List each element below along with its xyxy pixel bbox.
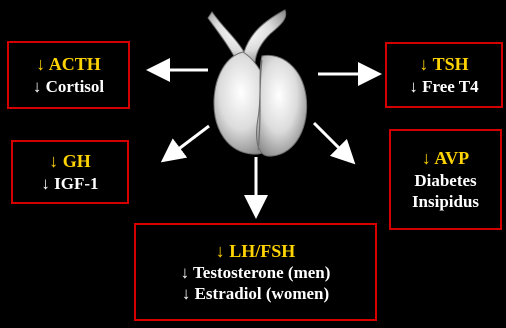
acth-label: ↓ ACTH <box>36 53 101 76</box>
arrow-to-avp <box>314 123 349 158</box>
insipidus-label: Insipidus <box>412 191 479 212</box>
lhfsh-label: ↓ LH/FSH <box>216 240 296 263</box>
acth-box: ↓ ACTH ↓ Cortisol <box>7 41 130 109</box>
avp-box: ↓ AVP Diabetes Insipidus <box>389 129 502 230</box>
avp-label: ↓ AVP <box>422 147 469 170</box>
diabetes-label: Diabetes <box>414 170 476 191</box>
arrow-to-gh <box>168 126 209 157</box>
igf1-label: ↓ IGF-1 <box>41 173 98 194</box>
estradiol-label: ↓ Estradiol (women) <box>182 283 329 304</box>
free-t4-label: ↓ Free T4 <box>409 76 478 97</box>
testosterone-label: ↓ Testosterone (men) <box>181 262 331 283</box>
tsh-label: ↓ TSH <box>419 53 468 76</box>
tsh-box: ↓ TSH ↓ Free T4 <box>385 42 503 108</box>
gh-label: ↓ GH <box>49 150 91 173</box>
lhfsh-box: ↓ LH/FSH ↓ Testosterone (men) ↓ Estradio… <box>134 223 377 321</box>
gh-box: ↓ GH ↓ IGF-1 <box>11 140 129 204</box>
pituitary-gland-icon <box>208 10 307 156</box>
cortisol-label: ↓ Cortisol <box>33 76 104 97</box>
